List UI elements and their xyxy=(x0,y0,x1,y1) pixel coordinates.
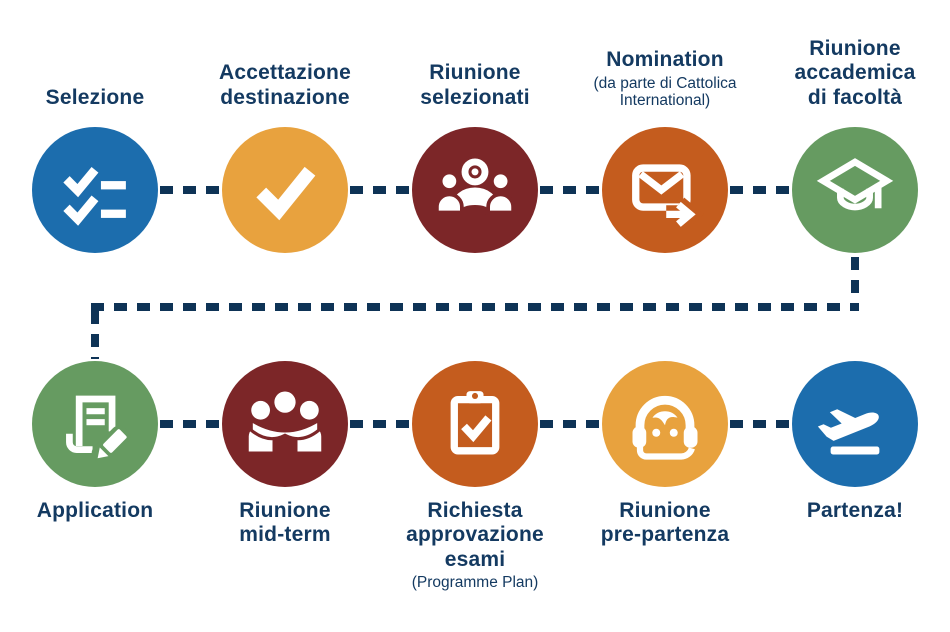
step-title: Riunione accademica di facoltà xyxy=(794,36,916,109)
meeting-icon xyxy=(248,391,322,452)
clipboard-check-icon xyxy=(450,391,500,455)
checklist-icon xyxy=(63,166,126,226)
step-label-partenza: Partenza! xyxy=(760,499,950,523)
connector-dash-vertical xyxy=(91,311,99,359)
connector-dash xyxy=(730,186,790,194)
step-circle-application xyxy=(32,361,158,487)
connector-dash-vertical xyxy=(851,257,859,303)
step-circle-riunione-accademica xyxy=(792,127,918,253)
step-label-riunione-selezionati: Riunione selezionati xyxy=(380,16,570,116)
step-circle-riunione-selezionati xyxy=(412,127,538,253)
connector-dash xyxy=(730,420,790,428)
audience-icon xyxy=(435,158,515,217)
step-title: Application xyxy=(36,499,154,522)
mail-forward-icon xyxy=(632,164,704,229)
step-circle-riunione-pre-partenza xyxy=(602,361,728,487)
graduation-cap-icon xyxy=(816,158,894,211)
step-title: Nomination xyxy=(606,48,724,72)
step-label-riunione-pre-partenza: Riunione pre-partenza xyxy=(570,499,760,548)
connector-dash-long xyxy=(91,303,859,311)
checkmark-icon xyxy=(256,166,316,221)
step-circle-selezione xyxy=(32,127,158,253)
step-title: Riunione selezionati xyxy=(420,61,530,109)
step-circle-riunione-mid-term xyxy=(222,361,348,487)
step-title: Selezione xyxy=(45,85,145,109)
step-subtitle: (da parte di Cattolica International) xyxy=(593,74,737,110)
step-circle-accettazione xyxy=(222,127,348,253)
step-label-richiesta-approvazione: Richiesta approvazione esami (Programme … xyxy=(380,499,570,592)
connector-dash xyxy=(160,186,220,194)
step-title: Riunione pre-partenza xyxy=(600,499,730,547)
step-label-riunione-mid-term: Riunione mid-term xyxy=(190,499,380,548)
step-title: Riunione mid-term xyxy=(239,499,331,547)
step-circle-partenza xyxy=(792,361,918,487)
application-form-icon xyxy=(66,395,131,463)
connector-dash xyxy=(350,420,410,428)
step-label-application: Application xyxy=(0,499,190,523)
step-title: Partenza! xyxy=(806,499,904,522)
step-subtitle: (Programme Plan) xyxy=(411,574,539,592)
connector-dash xyxy=(350,186,410,194)
step-label-selezione: Selezione xyxy=(0,16,190,116)
step-label-nomination: Nomination (da parte di Cattolica Intern… xyxy=(570,16,760,116)
step-label-riunione-accademica: Riunione accademica di facoltà xyxy=(760,16,950,116)
step-circle-richiesta-approvazione xyxy=(412,361,538,487)
step-label-accettazione-destinazione: Accettazione destinazione xyxy=(190,16,380,116)
connector-dash xyxy=(540,186,600,194)
connector-dash xyxy=(160,420,220,428)
step-title: Richiesta approvazione esami xyxy=(406,499,544,571)
step-circle-nomination xyxy=(602,127,728,253)
plane-departure-icon xyxy=(817,409,880,455)
headset-icon xyxy=(632,395,698,460)
step-title: Accettazione destinazione xyxy=(219,61,351,109)
connector-dash xyxy=(540,420,600,428)
